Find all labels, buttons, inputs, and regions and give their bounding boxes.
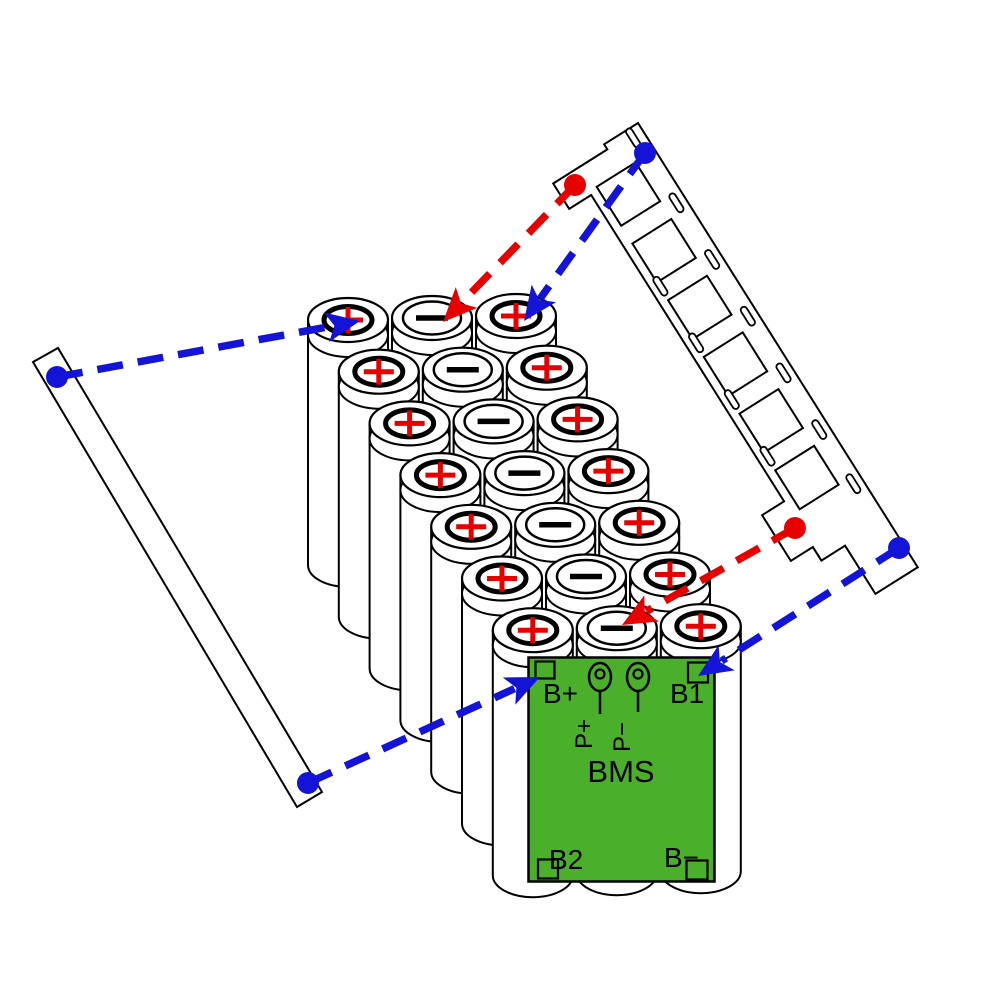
solder-dot: [564, 174, 586, 196]
wire-blue-left: [56, 322, 334, 381]
bms-title: BMS: [587, 754, 654, 789]
nickel-strip-body: [551, 121, 920, 596]
solder-dot: [888, 537, 910, 559]
bms-pad-b2: [536, 858, 560, 880]
bms-pad-b-minus: [685, 859, 709, 881]
bms-label-b-minus: B−: [664, 842, 699, 873]
bms-oval-pad-p-plus-hole: [594, 668, 606, 680]
bms-label-b1: B1: [670, 678, 704, 709]
solder-dot: [297, 772, 319, 794]
arrowhead: [622, 595, 659, 625]
wire-red-bottom: [644, 524, 797, 615]
solder-dot: [46, 366, 68, 388]
bms-board: B+ B1 B2 B− P+ P− BMS: [527, 656, 716, 883]
bms-label-p-minus: P−: [609, 722, 636, 752]
nickel-strip-slot-hole: [775, 362, 792, 384]
left-strip: [31, 346, 324, 809]
wire-blue-bottom: [306, 685, 517, 787]
bms-label-b-plus: B+: [543, 678, 578, 709]
nickel-strip-slot-hole: [759, 445, 776, 467]
nickel-strip-slot-hole: [739, 305, 756, 327]
bms-label-p-plus: P+: [571, 719, 598, 749]
arrowhead: [323, 312, 360, 342]
nickel-strip-slot-hole: [845, 473, 862, 495]
solder-dot: [634, 142, 656, 164]
nickel-strip-square-hole: [702, 331, 769, 398]
nickel-strip-square-hole: [738, 387, 805, 454]
bms-oval-pad-p-minus-hole: [632, 668, 644, 680]
bms-board-rect: [527, 656, 716, 883]
wire-red-top: [459, 182, 578, 305]
nickel-strip-square-hole: [773, 444, 840, 511]
nickel-strip-slot-hole: [704, 249, 721, 270]
connections: [46, 142, 910, 794]
nickel-strip-slot-hole: [652, 275, 669, 297]
nickel-strip-square-hole: [630, 217, 698, 284]
nickel-strip-slot-hole: [723, 389, 740, 410]
nickel-strip-square-hole: [666, 274, 733, 341]
bms-label-b2: B2: [549, 844, 583, 875]
wire-blue-right: [719, 544, 902, 665]
solder-dot: [784, 517, 806, 539]
nickel-strip-slot-hole: [668, 192, 685, 214]
arrowhead: [502, 677, 540, 705]
arrowhead: [524, 284, 557, 321]
nickel-strip-slot-hole: [811, 419, 828, 440]
arrowhead: [443, 287, 478, 322]
wire-blue-top: [537, 150, 649, 301]
nickel-strip-slot-hole: [688, 332, 705, 354]
nickel-strip: [551, 121, 920, 596]
left-strip-outline: [31, 346, 324, 809]
arrowhead: [698, 645, 735, 676]
bms-pad-b-plus: [534, 660, 556, 680]
